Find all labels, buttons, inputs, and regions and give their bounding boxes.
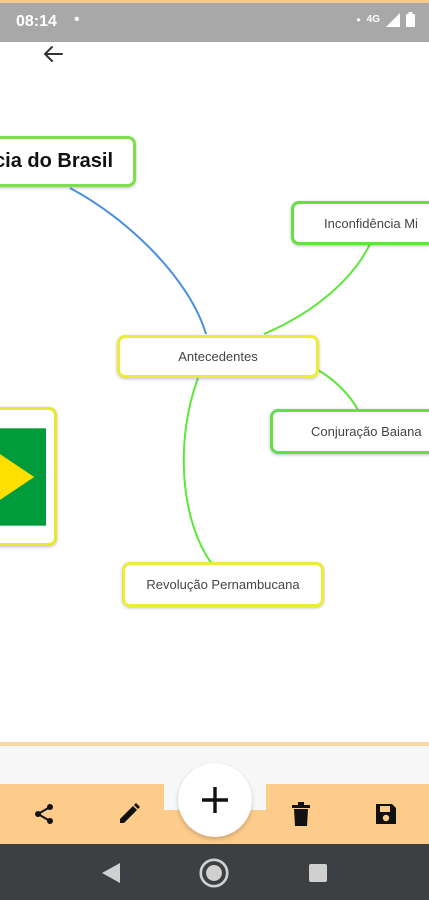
bottom-divider — [0, 742, 429, 746]
hub-node-label: Antecedentes — [178, 349, 258, 364]
add-node-button[interactable] — [178, 763, 252, 837]
mindmap-hub-node[interactable]: Antecedentes — [117, 335, 319, 378]
mindmap-image-node[interactable] — [0, 407, 57, 546]
link-root-hub — [69, 187, 207, 335]
back-triangle-icon — [102, 863, 120, 883]
signal-icon — [386, 12, 400, 27]
brazil-flag-icon — [0, 427, 46, 526]
mindmap-node-inconfidencia[interactable]: Inconfidência Mi — [291, 201, 429, 245]
nav-recents-button[interactable] — [303, 858, 333, 888]
mindmap-root-node[interactable]: cia do Brasil — [0, 136, 136, 187]
nav-home-button[interactable] — [199, 858, 229, 888]
notification-dot: • — [74, 11, 80, 28]
save-button[interactable] — [370, 798, 402, 830]
mindmap-canvas[interactable]: cia do Brasil Inconfidência Mi Anteceden… — [0, 70, 429, 742]
arrow-left-icon — [44, 46, 63, 62]
node-label-revolucao: Revolução Pernambucana — [146, 577, 300, 592]
node-label-conjuracao: Conjuração Baiana — [311, 424, 422, 439]
link-hub-revolucao — [182, 377, 213, 565]
mindmap-node-conjuracao[interactable]: Conjuração Baiana — [270, 409, 429, 454]
delete-button[interactable] — [285, 798, 317, 830]
mindmap-node-revolucao[interactable]: Revolução Pernambucana — [122, 562, 324, 607]
trash-icon — [292, 802, 310, 826]
recents-square-icon — [309, 864, 327, 882]
root-node-label: cia do Brasil — [0, 150, 113, 172]
plus-icon — [202, 787, 228, 813]
save-icon — [376, 804, 396, 824]
battery-icon — [406, 12, 415, 27]
pencil-icon — [120, 803, 140, 823]
status-time: 08:14 — [16, 13, 57, 30]
node-label-inconfidencia: Inconfidência Mi — [324, 215, 418, 231]
system-nav-bar — [0, 844, 429, 900]
share-icon — [35, 804, 53, 824]
share-button[interactable] — [28, 798, 60, 830]
home-circle-icon — [199, 858, 229, 888]
network-type: 4G — [366, 14, 380, 25]
back-button[interactable] — [38, 40, 68, 68]
nav-back-button[interactable] — [96, 858, 126, 888]
status-icons: • 4G — [356, 12, 415, 27]
status-bar: 08:14 • • 4G — [0, 0, 429, 42]
link-hub-inconfidencia — [263, 243, 371, 335]
link-hub-conjuracao — [317, 369, 359, 411]
edit-button[interactable] — [113, 798, 145, 830]
status-dot: • — [356, 12, 361, 27]
mindmap-links — [69, 187, 371, 565]
